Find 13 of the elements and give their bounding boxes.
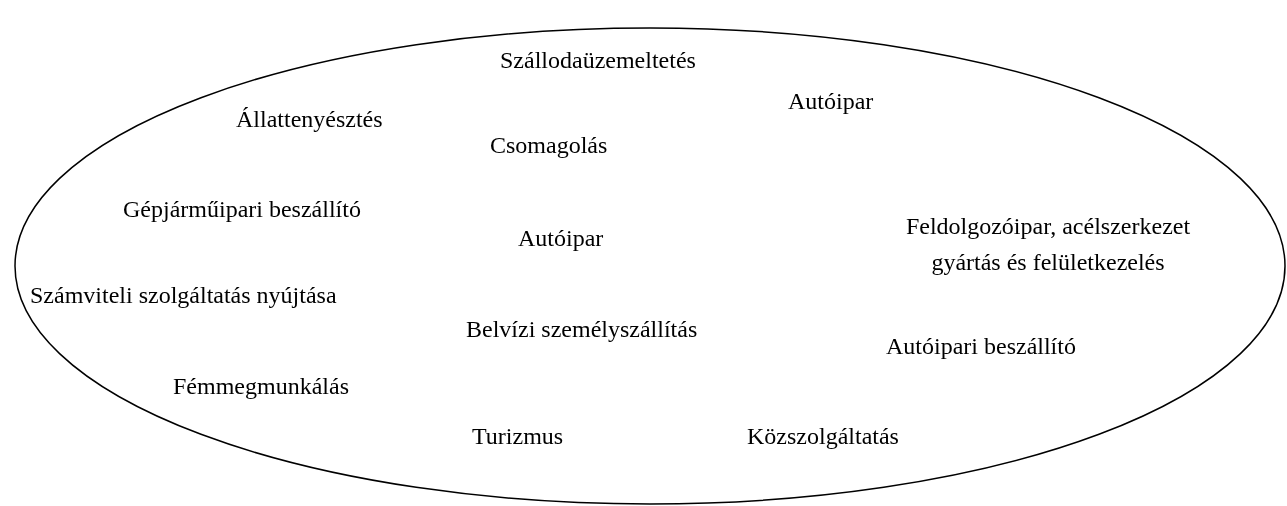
sector-label: Számviteli szolgáltatás nyújtása [30, 281, 337, 310]
sector-label: Csomagolás [490, 131, 608, 160]
sector-label: Szállodaüzemeltetés [500, 46, 696, 75]
sector-label: Feldolgozóipar, acélszerkezet gyártás és felületkezelés [904, 212, 1192, 277]
sector-label: Közszolgáltatás [747, 422, 899, 451]
sector-label: Autóipari beszállító [886, 332, 1076, 361]
sector-label: Belvízi személyszállítás [466, 315, 698, 344]
sector-label: Turizmus [472, 422, 564, 451]
sector-label: Autóipar [518, 224, 604, 253]
sector-label: Állattenyésztés [236, 105, 383, 134]
sector-label: Fémmegmunkálás [173, 372, 349, 401]
sector-label: Autóipar [788, 87, 874, 116]
sector-label: Gépjárműipari beszállító [123, 195, 361, 224]
